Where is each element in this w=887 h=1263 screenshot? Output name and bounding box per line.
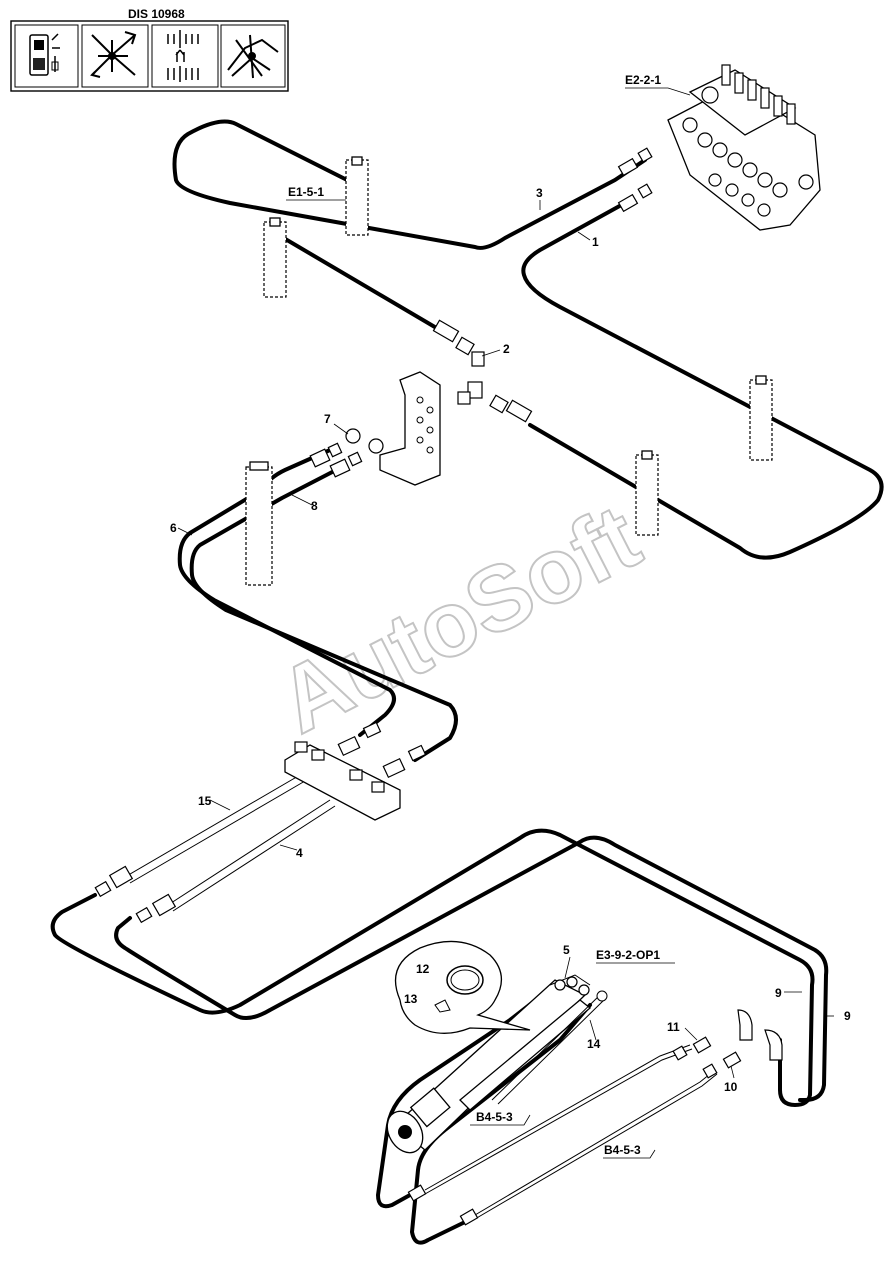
label-13: 13 — [404, 992, 418, 1006]
fittings-center — [309, 319, 533, 478]
label-9a: 9 — [775, 986, 782, 1000]
label-7: 7 — [324, 412, 331, 426]
label-2: 2 — [503, 342, 510, 356]
label-9b: 9 — [844, 1009, 851, 1023]
hydraulic-adjust-icon — [167, 30, 199, 82]
pipe-14 — [491, 990, 608, 1105]
pipe-15 — [124, 774, 306, 884]
valve-fittings — [617, 147, 653, 213]
hose-3-lower — [268, 228, 447, 335]
hose-1 — [521, 201, 884, 560]
clamp-block-e1 — [345, 156, 369, 236]
elbow-fittings — [407, 1009, 783, 1226]
ref-e1-5-1: E1-5-1 — [288, 185, 324, 199]
ref-b4-5-3-b: B4-5-3 — [604, 1143, 641, 1157]
label-6: 6 — [170, 521, 177, 535]
machine-control-icon — [29, 33, 60, 76]
clamp-block-right — [749, 375, 773, 461]
clamp-block-tall — [245, 461, 273, 586]
pipe-manifold — [284, 721, 427, 821]
label-4: 4 — [296, 846, 303, 860]
dis-code: DIS 10968 — [128, 7, 185, 21]
boom-movement-icon — [90, 31, 137, 78]
label-5: 5 — [563, 943, 570, 957]
mounting-bracket — [379, 371, 441, 486]
label-8: 8 — [311, 499, 318, 513]
boom-arm-icon — [227, 34, 279, 79]
pipe-end-fittings — [94, 865, 177, 924]
clamp-block-center-right — [635, 450, 659, 536]
label-11: 11 — [667, 1020, 680, 1034]
label-3: 3 — [536, 186, 543, 200]
ref-e2-2-1: E2-2-1 — [625, 73, 661, 87]
control-valve-block — [667, 64, 821, 231]
hose-8 — [189, 466, 458, 762]
ref-b4-5-3-a: B4-5-3 — [476, 1110, 513, 1124]
hose-9-right — [114, 835, 829, 1102]
pipe-4 — [167, 799, 336, 912]
watermark: AutoSoft — [263, 486, 655, 753]
label-14: 14 — [587, 1037, 601, 1051]
detail-bubble — [394, 940, 531, 1034]
hose-9-left — [50, 828, 815, 1107]
hose-b4-b2 — [474, 1073, 718, 1220]
label-15: 15 — [198, 794, 212, 808]
label-1: 1 — [592, 235, 599, 249]
ref-e3-9-2-op1: E3-9-2-OP1 — [596, 948, 660, 962]
label-12: 12 — [416, 962, 430, 976]
hydraulic-cylinder — [386, 974, 592, 1154]
header-icon-strip: DIS 10968 — [10, 7, 289, 92]
hose-3 — [172, 119, 647, 250]
label-10: 10 — [724, 1080, 738, 1094]
leaders — [177, 87, 834, 1159]
clamp-block-left — [263, 217, 287, 298]
